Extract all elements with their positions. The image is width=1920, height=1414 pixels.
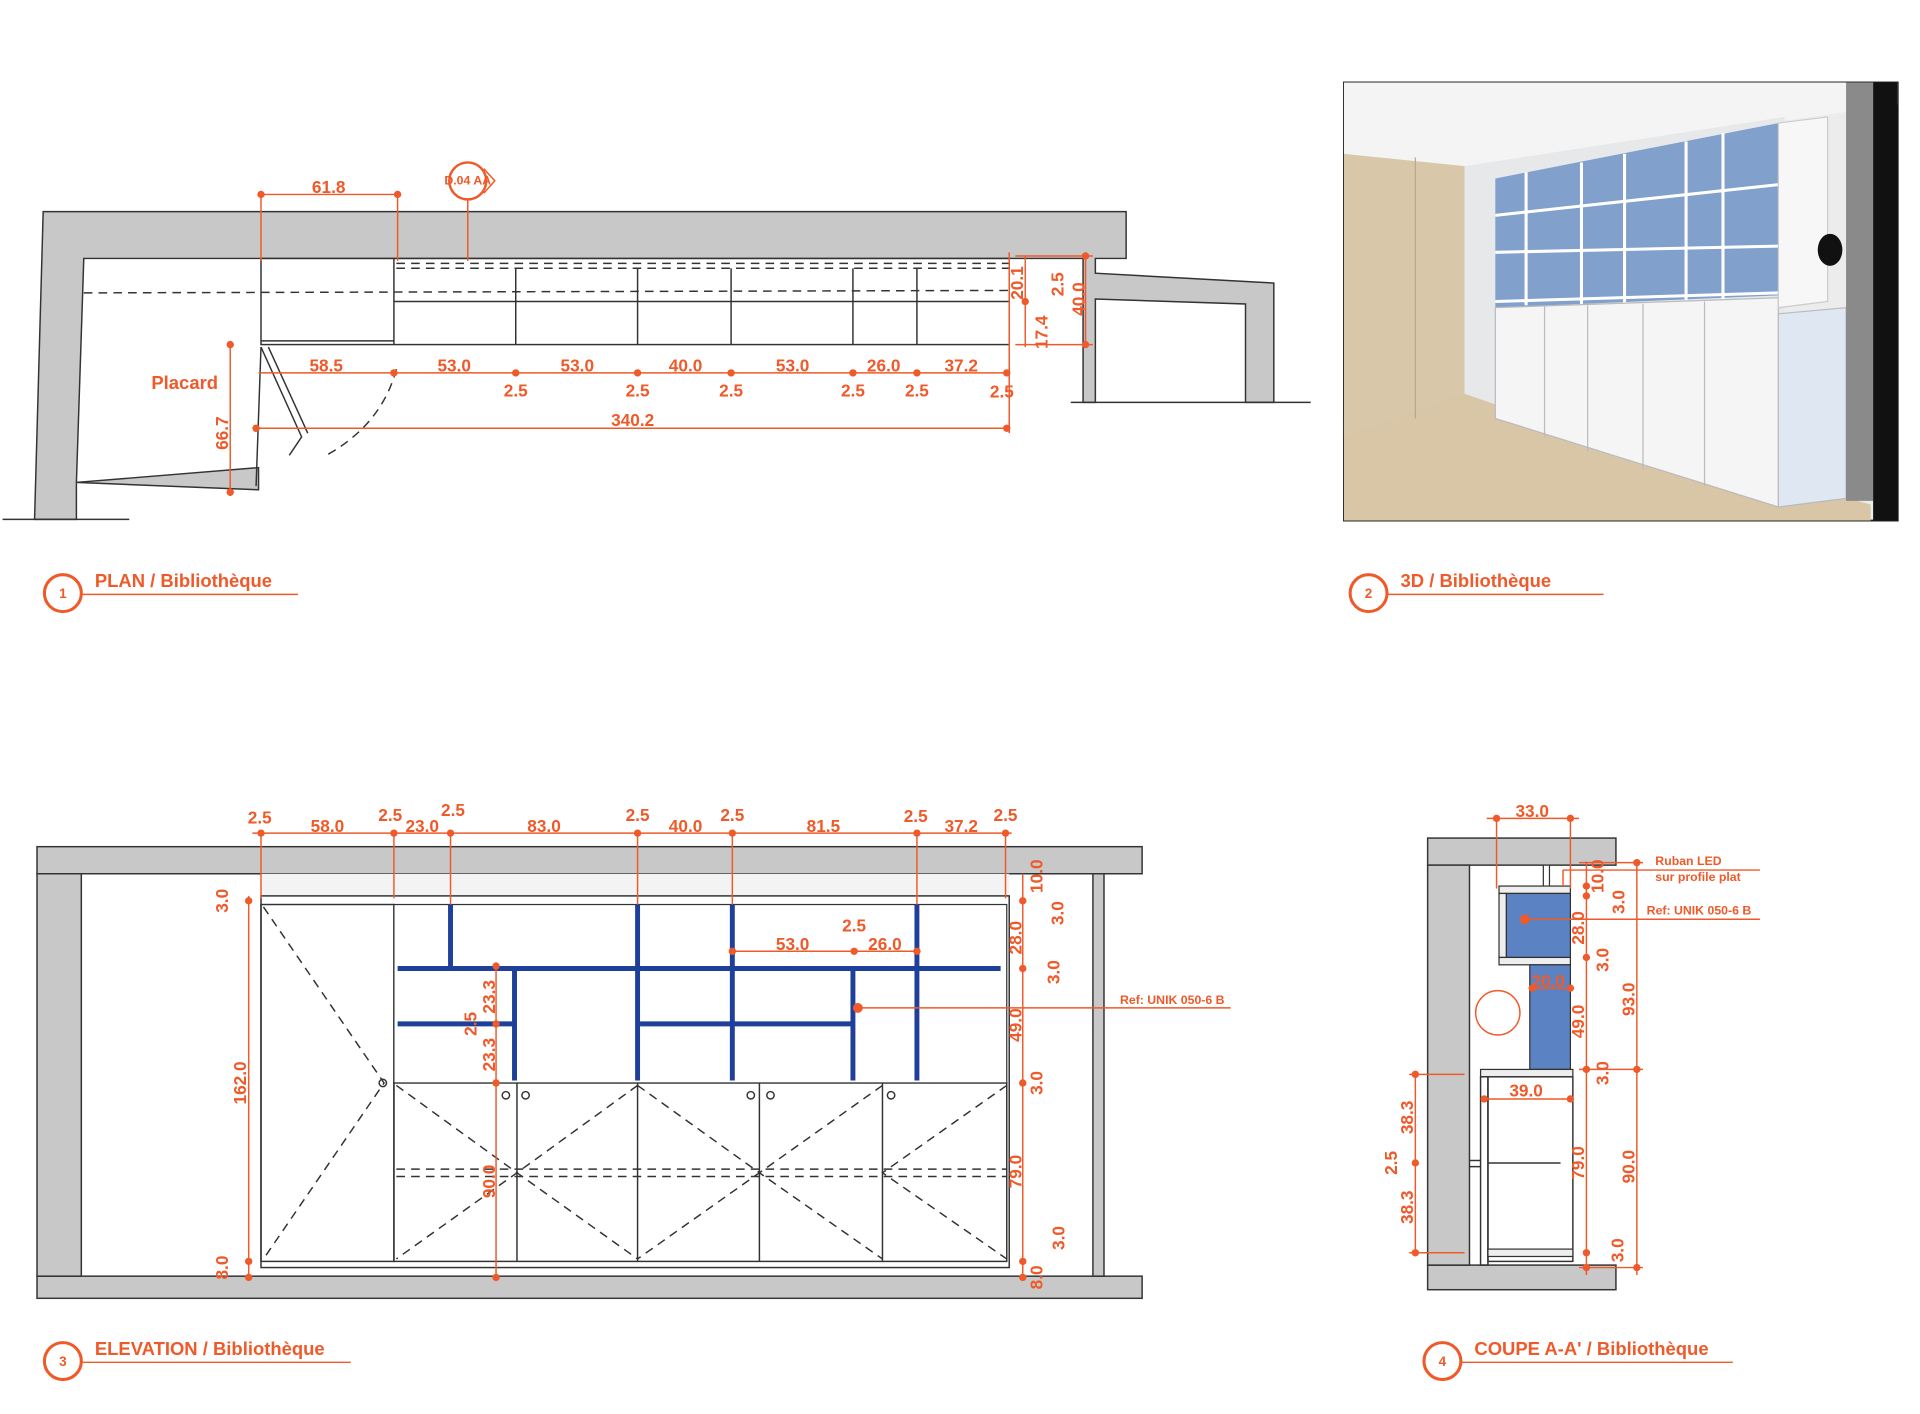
dim-label: 2.5 xyxy=(990,381,1014,401)
dim-label: 23.0 xyxy=(405,816,439,836)
dim-label: 2.5 xyxy=(504,380,528,400)
dim-label: 28.0 xyxy=(1568,911,1588,945)
led-label-sub: sur profile plat xyxy=(1655,870,1740,884)
view-title-3d: 2 3D / Bibliothèque xyxy=(1348,570,1604,614)
dim-label: 40.0 xyxy=(669,356,703,376)
svg-text:COUPE A-A' / Bibliothèque: COUPE A-A' / Bibliothèque xyxy=(1474,1338,1708,1359)
dim-label: 2.5 xyxy=(842,916,866,936)
svg-text:3: 3 xyxy=(59,1354,67,1369)
dim-label: 38.3 xyxy=(1397,1101,1417,1135)
tall-door xyxy=(260,903,395,1263)
section-view: 33.0 10.0 3.0 28.0 3.0 93.0 20.0 49.0 3.… xyxy=(1381,801,1760,1291)
dim-label: 2.5 xyxy=(720,805,744,825)
dim-label: 58.5 xyxy=(309,356,343,376)
dim-label: 3.0 xyxy=(1607,1238,1627,1262)
dim-label: 340.2 xyxy=(611,410,654,430)
dim-label: 3.0 xyxy=(212,889,232,913)
svg-text:2: 2 xyxy=(1365,586,1373,601)
dim-label: 2.5 xyxy=(841,380,865,400)
coupe-ref-label: Ref: UNIK 050-6 B xyxy=(1647,903,1752,917)
elevation-ref-label: Ref: UNIK 050-6 B xyxy=(1120,993,1225,1007)
dim-label: 2.5 xyxy=(1047,272,1067,296)
dim-label: 2.5 xyxy=(719,380,743,400)
dim-label: 37.2 xyxy=(944,816,978,836)
dim-label: 90.0 xyxy=(1618,1150,1638,1184)
dim-label: 53.0 xyxy=(437,356,471,376)
dim-label: 2.5 xyxy=(1381,1151,1401,1175)
dim-label: 61.8 xyxy=(312,177,346,197)
section-marker: D.04 AA xyxy=(444,161,496,261)
dim-label: 3.0 xyxy=(1609,890,1629,914)
dim-label: 8.0 xyxy=(1026,1265,1046,1289)
dim-label: 53.0 xyxy=(776,934,810,954)
dim-label: 2.5 xyxy=(378,805,402,825)
dim-label: 3.0 xyxy=(1593,1061,1613,1085)
dim-label: 3.0 xyxy=(1049,1226,1069,1250)
dim-label: 83.0 xyxy=(527,816,561,836)
dim-label: 2.5 xyxy=(460,1011,480,1035)
dim-label: 10.0 xyxy=(1026,859,1046,893)
dim-label: 53.0 xyxy=(561,356,595,376)
view-title-elevation: 3 ELEVATION / Bibliothèque xyxy=(42,1338,351,1382)
3d-view xyxy=(1343,81,1899,522)
dim-label: 38.3 xyxy=(1397,1190,1417,1224)
dim-label: 23.3 xyxy=(479,1038,499,1072)
dim-label: 3.0 xyxy=(1044,960,1064,984)
dim-label: 3.0 xyxy=(1047,901,1067,925)
plan-view: D.04 AA 61.8 58.5 53.0 53.0 40.0 53.0 26… xyxy=(2,161,1311,521)
dim-label: 2.5 xyxy=(626,805,650,825)
led-label: Ruban LED xyxy=(1655,854,1721,868)
dim-label: 162.0 xyxy=(230,1061,250,1104)
dim-label: 2.5 xyxy=(905,380,929,400)
dim-label: 39.0 xyxy=(1509,1080,1543,1100)
dim-label: 17.4 xyxy=(1031,315,1051,349)
elevation-view: 2.5 58.0 2.5 23.0 2.5 83.0 2.5 40.0 2.5 … xyxy=(36,800,1231,1300)
dim-label: 26.0 xyxy=(867,356,901,376)
dim-label: 3.0 xyxy=(1593,948,1613,972)
dim-label: 28.0 xyxy=(1006,921,1026,955)
dim-label: 2.5 xyxy=(626,380,650,400)
dim-label: 2.5 xyxy=(441,800,465,820)
view-title-section: 4 COUPE A-A' / Bibliothèque xyxy=(1422,1338,1733,1382)
dim-label: 10.0 xyxy=(1588,859,1608,893)
room-label-placard: Placard xyxy=(151,372,218,393)
dim-label: 79.0 xyxy=(1006,1155,1026,1189)
dim-label: 40.0 xyxy=(669,816,703,836)
dim-label: 2.5 xyxy=(248,807,272,827)
dim-label: 26.0 xyxy=(868,934,902,954)
dim-label: 20.0 xyxy=(1531,971,1565,991)
view-title-plan: 1 PLAN / Bibliothèque xyxy=(42,570,298,614)
svg-text:PLAN / Bibliothèque: PLAN / Bibliothèque xyxy=(95,570,272,591)
dim-label: 20.1 xyxy=(1007,266,1027,300)
dim-label: 33.0 xyxy=(1515,801,1549,821)
dim-label: 49.0 xyxy=(1568,1005,1588,1039)
dim-label: 90.0 xyxy=(479,1165,499,1199)
dim-label: 37.2 xyxy=(944,356,978,376)
svg-text:1: 1 xyxy=(59,586,67,601)
dim-label: 23.3 xyxy=(479,980,499,1014)
dim-label: 2.5 xyxy=(994,805,1018,825)
svg-text:D.04 AA: D.04 AA xyxy=(444,174,491,188)
dim-label: 2.5 xyxy=(904,806,928,826)
dim-label: 40.0 xyxy=(1068,282,1088,316)
dim-label: 8.0 xyxy=(212,1256,232,1280)
dim-label: 81.5 xyxy=(807,816,841,836)
svg-text:4: 4 xyxy=(1439,1354,1447,1369)
dim-label: 93.0 xyxy=(1618,983,1638,1017)
svg-text:3D / Bibliothèque: 3D / Bibliothèque xyxy=(1401,570,1552,591)
dim-label: 58.0 xyxy=(311,816,345,836)
dim-label: 79.0 xyxy=(1568,1146,1588,1180)
dim-label: 3.0 xyxy=(1026,1071,1046,1095)
svg-text:ELEVATION / Bibliothèque: ELEVATION / Bibliothèque xyxy=(95,1338,325,1359)
dim-label: 49.0 xyxy=(1006,1008,1026,1042)
dim-label: 66.7 xyxy=(212,416,232,450)
dim-label: 53.0 xyxy=(776,356,810,376)
